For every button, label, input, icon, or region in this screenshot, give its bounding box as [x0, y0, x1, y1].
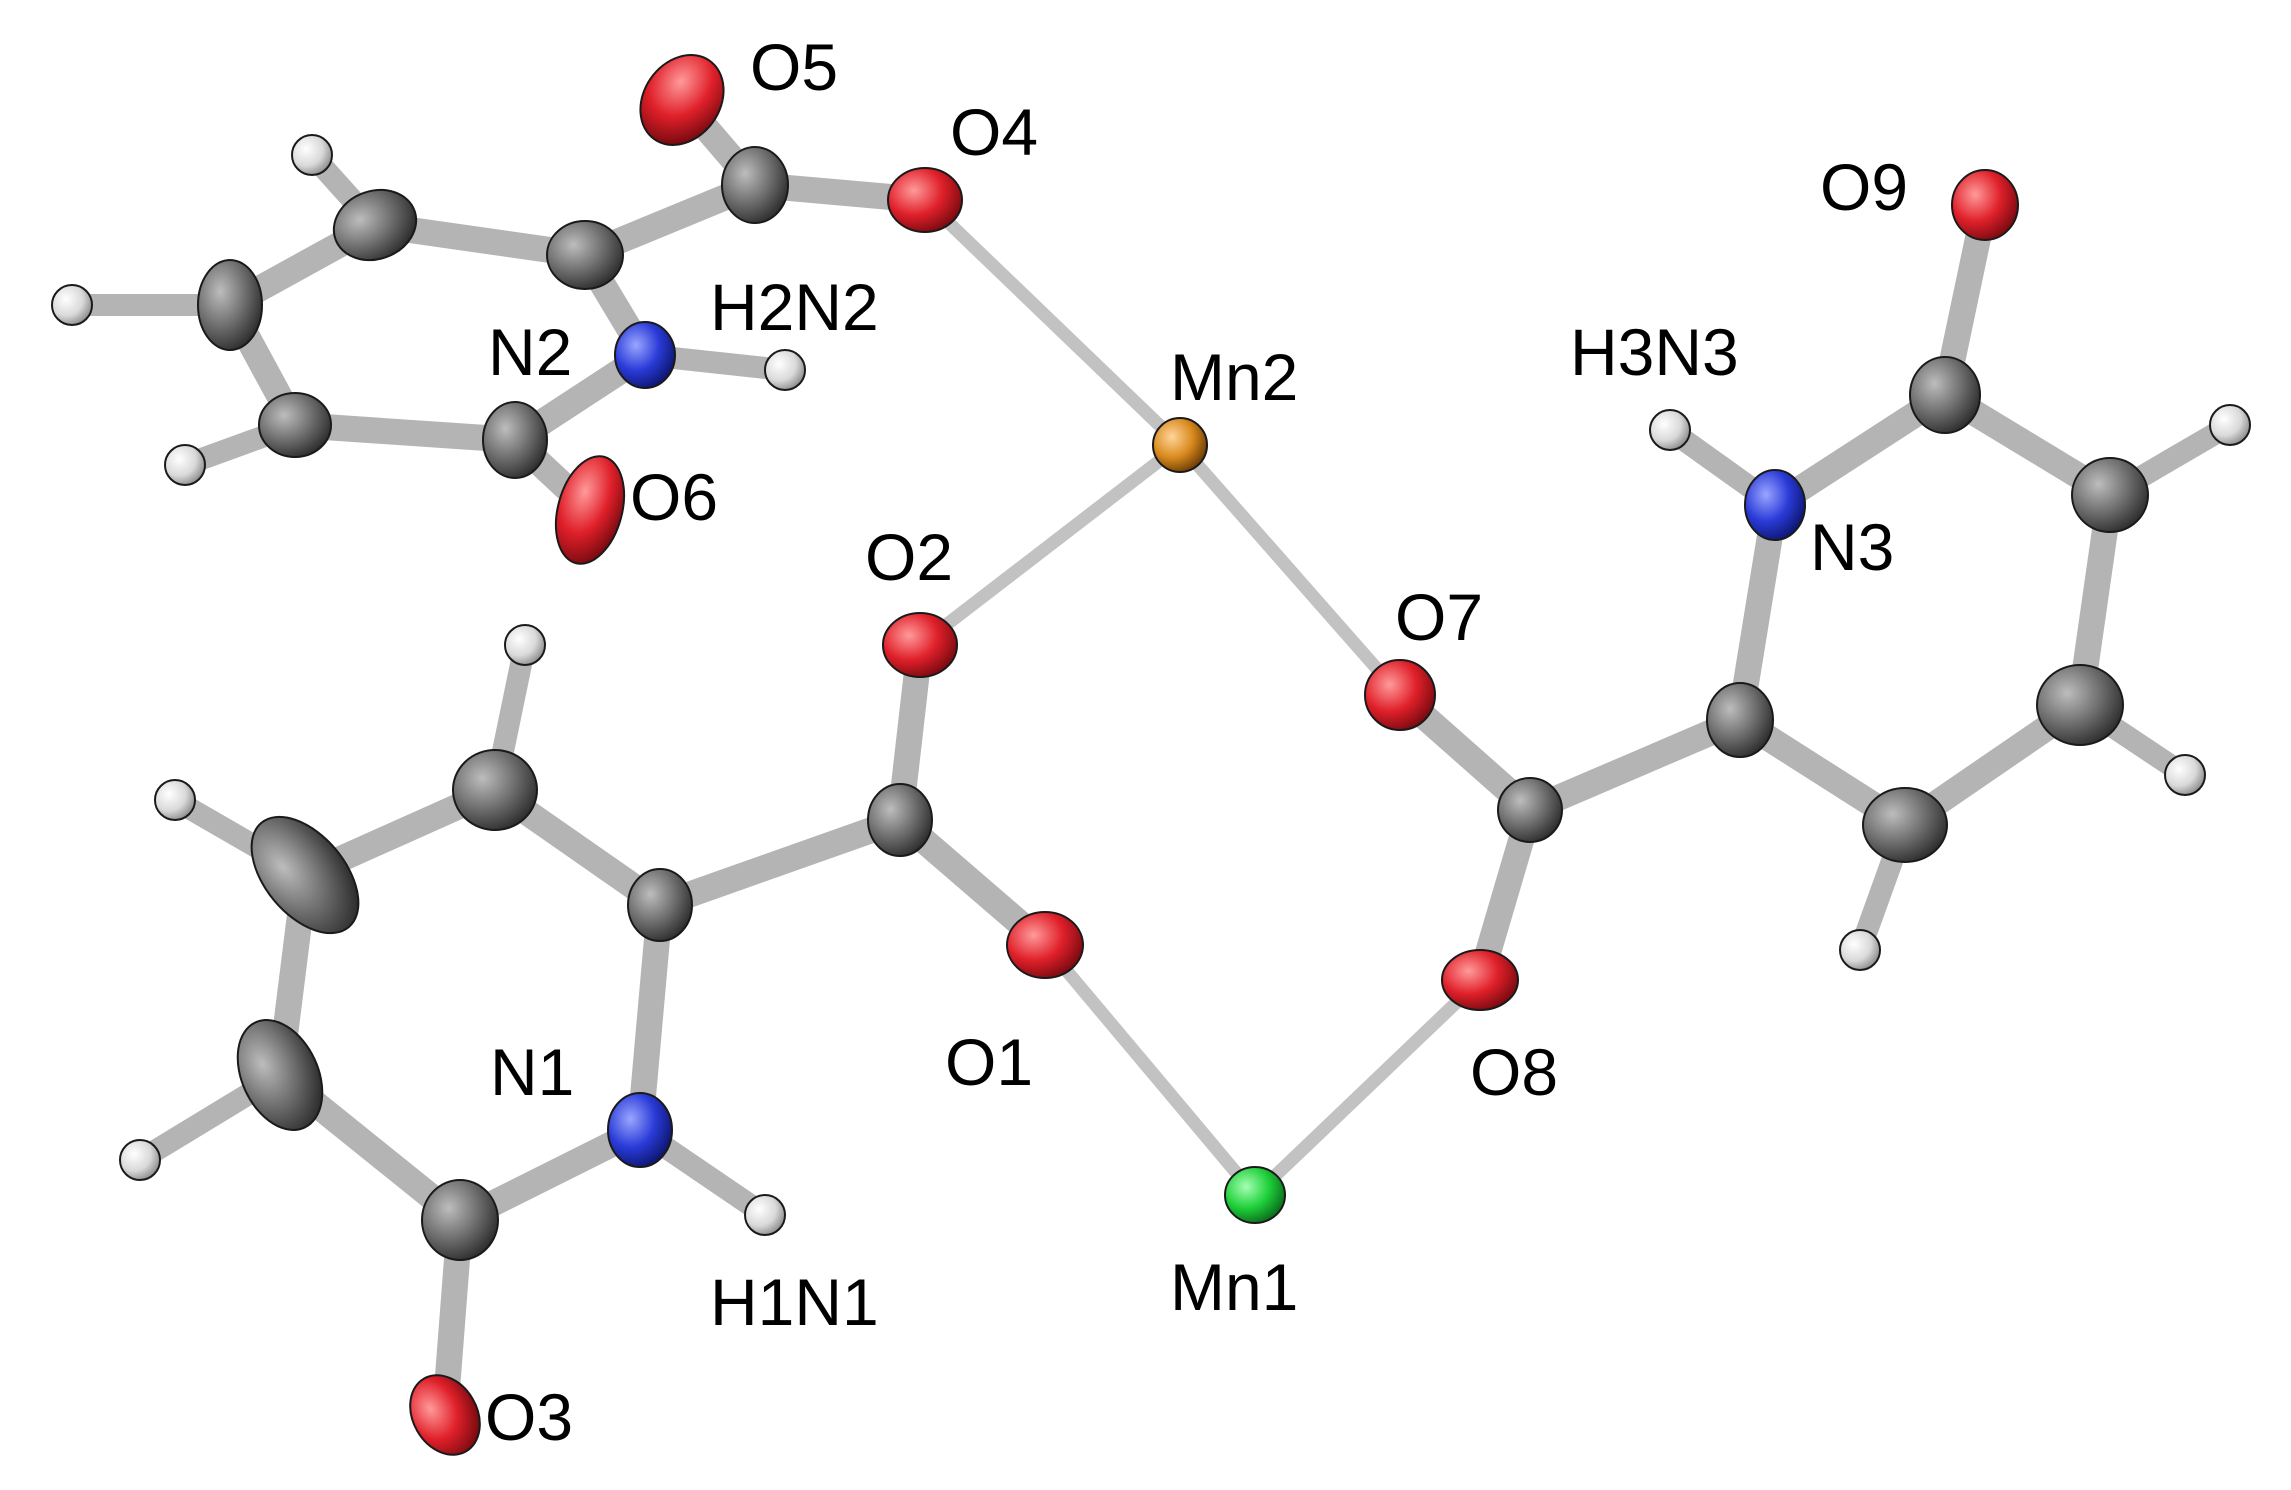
bond-o2-mn2 — [913, 438, 1187, 652]
atom-c-ring-left-3 — [250, 815, 360, 935]
atom-h-left-1 — [504, 624, 546, 666]
atom-c-ring-top-2 — [332, 188, 418, 262]
bond-c-ring-r — [1517, 707, 1753, 823]
label-mn2: Mn2 — [1170, 340, 1298, 414]
atom-c-ring-left-1 — [627, 868, 693, 942]
atom-o1 — [1006, 911, 1084, 979]
label-n2: N2 — [488, 315, 572, 389]
atom-c-carboxyl-left — [867, 783, 933, 857]
label-n1: N1 — [490, 1035, 574, 1109]
atom-o5 — [639, 54, 725, 146]
label-o1: O1 — [945, 1025, 1033, 1099]
bond-mn2-o7 — [1173, 438, 1407, 702]
atom-o8 — [1441, 949, 1519, 1011]
label-h2n2: H2N2 — [710, 270, 879, 344]
labels-layer: O5 O4 H2N2 N2 Mn2 O6 O2 O7 O9 H3N3 N3 N1… — [485, 30, 1908, 1454]
atom-h-top-2 — [51, 284, 93, 326]
atom-n1 — [607, 1092, 673, 1168]
label-n3: N3 — [1810, 510, 1894, 584]
label-h1n1: H1N1 — [710, 1265, 879, 1339]
atoms-layer — [51, 54, 2251, 1456]
label-o6: O6 — [630, 460, 718, 534]
atom-h-left-3 — [119, 1139, 161, 1181]
label-o9: O9 — [1820, 150, 1908, 224]
bond-c-ring-l — [647, 807, 913, 918]
bond-o1-mn1 — [1038, 938, 1262, 1202]
atom-mn1 — [1224, 1166, 1286, 1224]
atom-n2 — [614, 321, 676, 389]
atom-o4 — [887, 167, 963, 233]
atom-o9 — [1951, 169, 2019, 241]
atom-o6 — [554, 455, 626, 565]
atom-c-carboxyl-right — [1497, 777, 1563, 843]
atom-mn2 — [1152, 417, 1208, 473]
atom-c-ring-left-5 — [421, 1179, 499, 1261]
label-o3: O3 — [485, 1380, 573, 1454]
atom-h-right-1 — [2209, 404, 2251, 446]
label-o7: O7 — [1395, 580, 1483, 654]
bonds-layer — [61, 87, 2241, 1428]
atom-h-right-2 — [2164, 754, 2206, 796]
atom-o2 — [882, 612, 958, 678]
atom-h1n1 — [744, 1194, 786, 1236]
atom-c-ring-right-5 — [1862, 787, 1948, 863]
label-o5: O5 — [750, 30, 838, 104]
atom-c-ring-left-2 — [452, 749, 538, 831]
atom-h3n3 — [1649, 409, 1691, 451]
atom-c-ring-top-3 — [197, 259, 263, 351]
atom-c-ring-right-4 — [2036, 664, 2124, 746]
label-h3n3: H3N3 — [1570, 315, 1739, 389]
atom-o7 — [1364, 659, 1436, 731]
atom-c-ring-top-4 — [258, 392, 332, 458]
atom-c-ring-top-1 — [546, 220, 624, 290]
atom-c-ring-top-5 — [482, 401, 548, 479]
atom-c-carboxyl-top — [721, 146, 789, 224]
label-mn1: Mn1 — [1170, 1250, 1298, 1324]
bond-o8-mn1 — [1248, 973, 1487, 1202]
atom-h-right-3 — [1839, 929, 1881, 971]
atom-h2n2 — [764, 349, 806, 391]
bond-o4-mn2 — [918, 193, 1187, 452]
atom-o3 — [409, 1374, 481, 1456]
label-o2: O2 — [865, 520, 953, 594]
atom-c-ring-left-4 — [236, 1019, 324, 1131]
atom-h-left-2 — [154, 779, 196, 821]
label-o4: O4 — [950, 95, 1038, 169]
atom-c-ring-right-2 — [1909, 356, 1981, 434]
atom-h-top-1 — [291, 134, 333, 176]
label-o8: O8 — [1470, 1035, 1558, 1109]
atom-n3 — [1744, 469, 1806, 541]
atom-c-ring-right-1 — [1706, 682, 1774, 758]
atom-h-top-3 — [164, 444, 206, 486]
atom-c-ring-right-3 — [2071, 457, 2149, 533]
